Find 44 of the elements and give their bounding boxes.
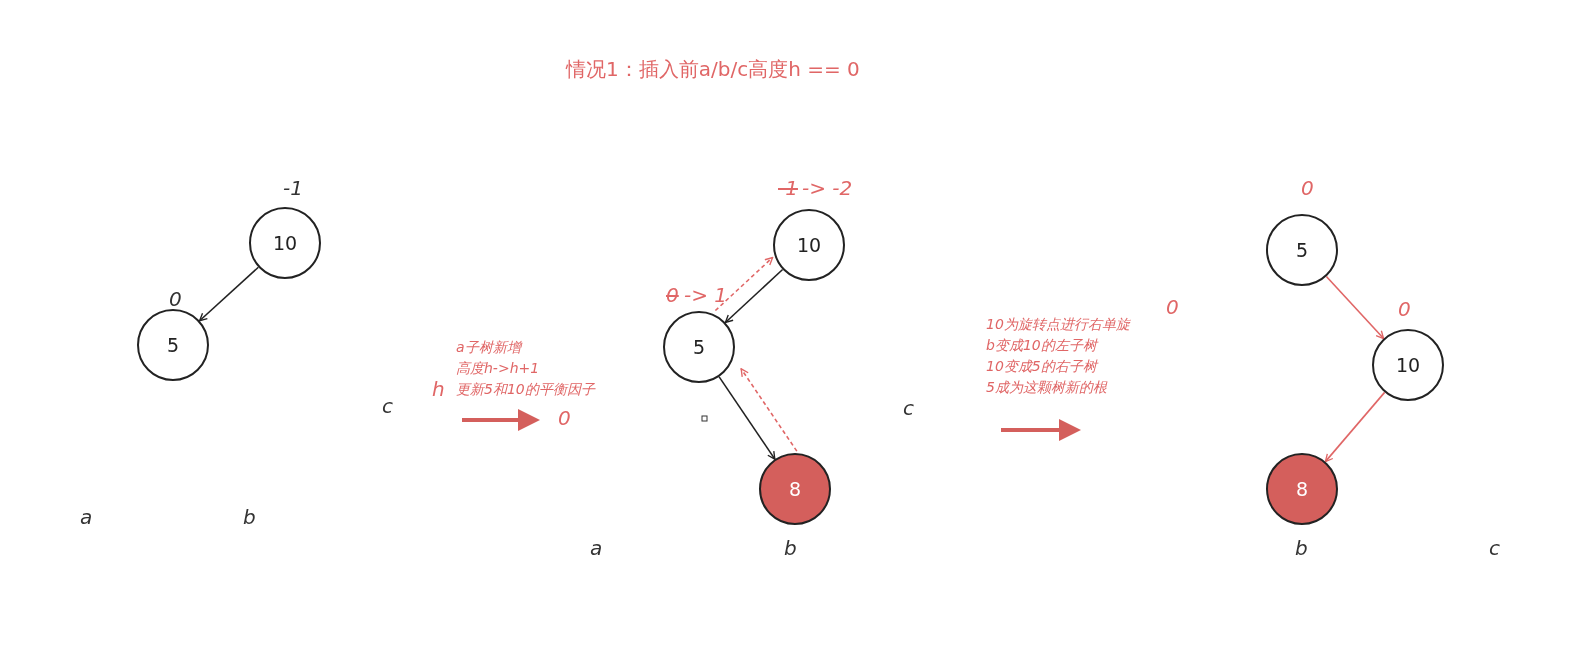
subtree-label: a [80, 505, 93, 529]
subtree-label: c [382, 394, 393, 418]
subtree-label: a [590, 536, 603, 560]
arrow [718, 376, 776, 460]
balance-factor: 0 [169, 287, 182, 311]
annotation-text: 10变成5的右子树 [986, 357, 1097, 376]
node-value: 5 [692, 336, 706, 358]
balance-factor: 0 [1301, 176, 1314, 200]
annotation-text: 高度h->h+1 [456, 359, 540, 378]
balance-factor: -1 [778, 176, 798, 200]
annotation-text: 10为旋转点进行右单旋 [986, 315, 1130, 334]
arrow [740, 368, 798, 452]
annotation-text: a子树新增 [456, 338, 521, 357]
subtree-label: b [243, 505, 256, 529]
subtree-label: c [903, 396, 914, 420]
tree-node [1372, 329, 1444, 401]
node-value: 10 [1395, 354, 1421, 376]
annotation-text: 5成为这颗树新的根 [986, 378, 1107, 397]
subtree-label: 0 [558, 406, 571, 430]
balance-factor: -> 1 [684, 283, 728, 307]
subtree-label: b [784, 536, 797, 560]
node-value: 10 [272, 232, 298, 254]
node-value: 8 [1295, 478, 1309, 500]
annotation-text: 更新5和10的平衡因子 [456, 380, 595, 399]
balance-factor: 0 [1398, 297, 1411, 321]
subtree-label: h [432, 377, 445, 401]
tree-node [663, 311, 735, 383]
arrow [1324, 391, 1386, 463]
subtree-label: b [1295, 536, 1308, 560]
arrow [1325, 275, 1385, 340]
arrow [714, 256, 774, 312]
node-value: 5 [166, 334, 180, 356]
node-value: 10 [796, 234, 822, 256]
arrow [198, 266, 260, 322]
balance-factor: -1 [283, 176, 303, 200]
node-value: 5 [1295, 239, 1309, 261]
annotation-text: b变成10的左子树 [986, 336, 1097, 355]
subtree-label: 0 [1166, 295, 1179, 319]
title: 情况1：插入前a/b/c高度h == 0 [566, 56, 860, 83]
balance-factor: -> -2 [802, 176, 853, 200]
subtree-label: c [1489, 536, 1500, 560]
node-value: 8 [788, 478, 802, 500]
arrow [724, 268, 784, 324]
balance-factor: 0 [666, 283, 679, 307]
